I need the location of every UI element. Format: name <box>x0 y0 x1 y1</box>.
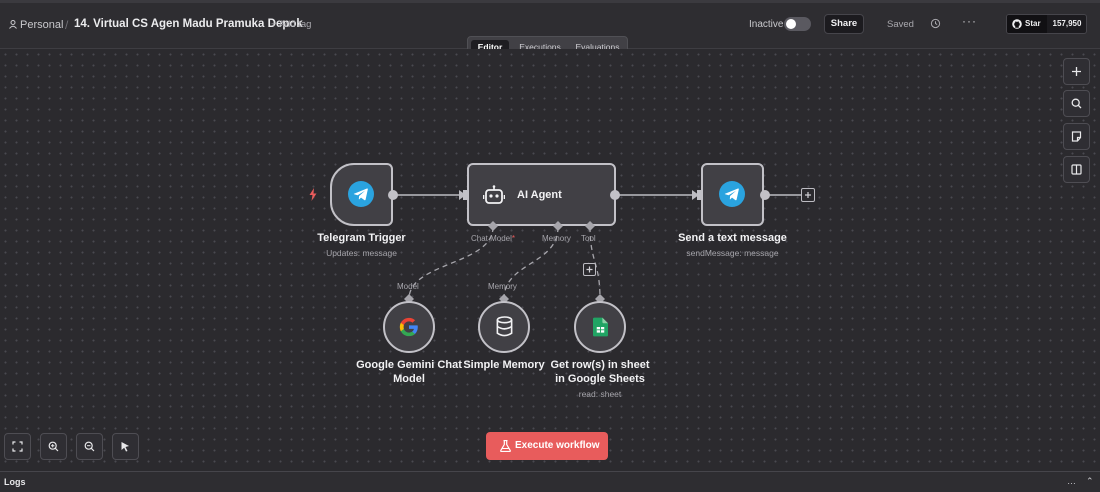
flask-icon <box>500 440 511 452</box>
header-top-line <box>0 0 1100 3</box>
node-google-sheets[interactable] <box>574 301 626 353</box>
node-ai-agent[interactable]: AI Agent <box>467 163 616 226</box>
send-message-input-port[interactable] <box>695 189 707 201</box>
logs-label: Logs <box>4 477 26 487</box>
sheets-title-line2: in Google Sheets <box>555 373 645 385</box>
sticky-note-icon <box>1071 131 1082 142</box>
port-label-memory: Memory <box>542 234 571 243</box>
ai-agent-title: AI Agent <box>517 189 562 201</box>
send-message-subtitle: sendMessage: message <box>686 248 779 258</box>
google-sheets-icon <box>593 317 608 337</box>
telegram-trigger-subtitle: Updates: message <box>326 248 397 258</box>
logs-bar[interactable]: Logs … ⌃ <box>0 471 1100 492</box>
ai-agent-output-port[interactable] <box>609 189 621 201</box>
toggle-knob <box>786 19 796 29</box>
pointer-icon <box>121 442 129 452</box>
send-message-output-port[interactable] <box>759 189 771 201</box>
zoom-out-icon <box>84 441 95 452</box>
ai-agent-chat-model-port[interactable] <box>488 221 498 231</box>
zoom-out-button[interactable] <box>76 433 103 460</box>
sticky-note-button[interactable] <box>1063 123 1090 150</box>
telegram-icon <box>348 181 374 207</box>
plus-icon <box>586 266 593 273</box>
fit-view-button[interactable] <box>4 433 31 460</box>
search-icon <box>1071 98 1082 109</box>
google-icon <box>399 317 418 337</box>
select-mode-button[interactable] <box>112 433 139 460</box>
gemini-title-line1: Google Gemini Chat <box>356 359 462 371</box>
node-simple-memory[interactable] <box>478 301 530 353</box>
add-node-button[interactable] <box>1063 58 1090 85</box>
port-label-memory-input: Memory <box>488 282 517 291</box>
port-label-tool: Tool <box>581 234 596 243</box>
simple-memory-title: Simple Memory <box>463 359 545 371</box>
toggle-panel-button[interactable] <box>1063 156 1090 183</box>
required-marker: * <box>511 234 516 243</box>
plus-icon <box>805 192 811 198</box>
active-status-label: Inactive <box>749 19 784 30</box>
gemini-title-line2: Model <box>393 373 425 385</box>
zoom-in-button[interactable] <box>40 433 67 460</box>
execute-workflow-label: Execute workflow <box>515 440 600 451</box>
more-options-icon[interactable]: ··· <box>962 14 977 28</box>
github-icon <box>1012 19 1022 29</box>
add-tag-button[interactable]: + Add tag <box>271 19 312 30</box>
github-star-button[interactable]: Star 157,950 <box>1006 14 1087 34</box>
search-nodes-button[interactable] <box>1063 90 1090 117</box>
add-next-node-button[interactable] <box>801 188 815 202</box>
logs-expand-icon[interactable]: ⌃ <box>1086 476 1094 486</box>
database-icon <box>496 316 513 337</box>
add-tool-button[interactable] <box>583 263 596 276</box>
user-icon <box>9 20 17 29</box>
share-button[interactable]: Share <box>824 14 864 34</box>
tab-executions[interactable]: Executions <box>519 42 561 52</box>
trigger-bolt-icon <box>309 188 317 201</box>
fit-view-icon <box>12 441 23 452</box>
robot-icon <box>483 185 505 204</box>
execute-workflow-button[interactable]: Execute workflow <box>486 432 608 460</box>
saved-status: Saved <box>887 19 914 30</box>
telegram-trigger-title: Telegram Trigger <box>317 232 406 244</box>
sheets-subtitle: read: sheet <box>578 389 622 399</box>
telegram-trigger-output-port[interactable] <box>387 189 399 201</box>
workflow-name[interactable]: 14. Virtual CS Agen Madu Pramuka Depok <box>74 18 303 30</box>
ai-agent-memory-port[interactable] <box>553 221 563 231</box>
top-header: Personal / 14. Virtual CS Agen Madu Pram… <box>0 0 1100 57</box>
ai-agent-tool-port[interactable] <box>585 221 595 231</box>
port-label-chat-model-text: Chat Model <box>471 234 512 243</box>
node-telegram-trigger[interactable] <box>330 163 393 226</box>
plus-icon <box>1072 67 1081 76</box>
ai-agent-input-port[interactable] <box>461 189 473 201</box>
port-label-chat-model: Chat Model* <box>471 234 515 243</box>
tab-evaluations[interactable]: Evaluations <box>575 42 620 52</box>
node-send-text-message[interactable] <box>701 163 764 226</box>
node-google-gemini[interactable] <box>383 301 435 353</box>
logs-more-icon[interactable]: … <box>1067 476 1076 486</box>
history-icon[interactable] <box>930 18 941 29</box>
sheets-title-line1: Get row(s) in sheet <box>550 359 650 371</box>
panel-icon <box>1071 164 1082 175</box>
workflow-canvas[interactable] <box>0 49 1100 471</box>
github-star-count: 157,950 <box>1052 19 1082 28</box>
telegram-icon <box>719 181 745 207</box>
port-label-model: Model <box>397 282 419 291</box>
active-toggle[interactable] <box>784 17 811 31</box>
send-message-title: Send a text message <box>678 232 787 244</box>
breadcrumb-project[interactable]: Personal <box>20 19 64 31</box>
breadcrumb-separator: / <box>65 18 69 32</box>
zoom-in-icon <box>48 441 59 452</box>
